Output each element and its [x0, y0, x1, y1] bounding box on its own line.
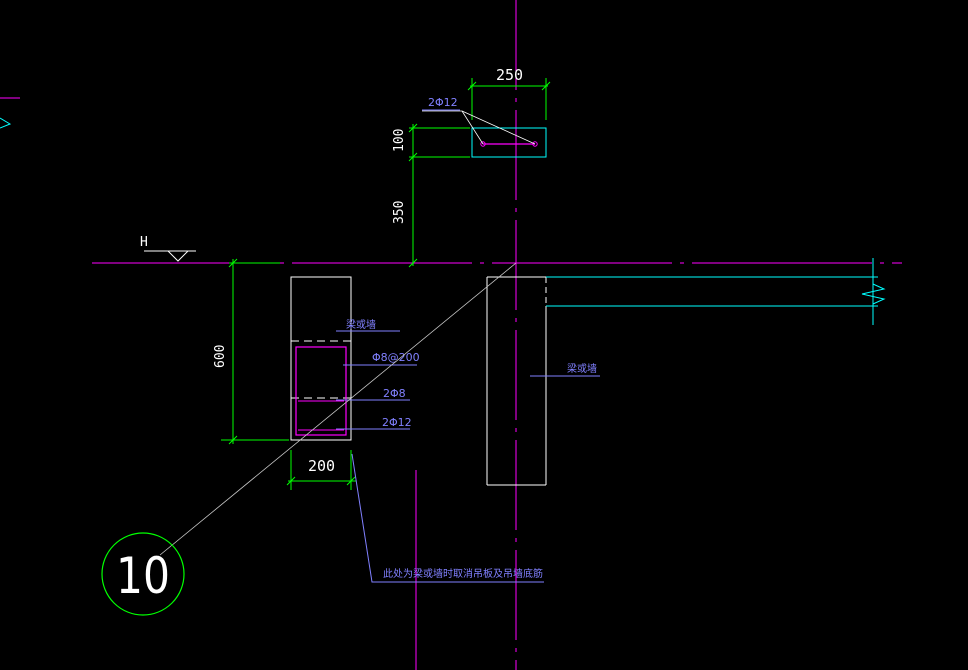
dim-top-width: 250 [496, 66, 523, 84]
detail-reference-line [159, 262, 517, 556]
detail-number: 10 [116, 547, 170, 605]
dim-beam-height: 600 [213, 345, 228, 368]
dim-top-offset: 350 [392, 201, 407, 224]
dim-top-height: 100 [392, 129, 407, 152]
top-dimensions [408, 78, 551, 268]
slab [546, 258, 886, 325]
elevation-label: H [140, 235, 148, 250]
axis-lines [0, 0, 902, 670]
bottom-bars-label: 2Φ12 [382, 416, 412, 429]
elevation-marker [144, 250, 196, 262]
top-bars-leader [422, 110, 536, 145]
left-dimensions [221, 258, 356, 490]
right-wall-section [486, 276, 547, 486]
top-section [471, 127, 547, 158]
mid-bars-label: 2Φ8 [383, 387, 406, 400]
top-rebar-dot-left [480, 141, 486, 147]
left-edge-mark [0, 117, 12, 129]
dim-beam-width: 200 [308, 457, 335, 475]
wall-left-label: 梁或墙 [346, 318, 376, 331]
stirrup-label: Φ8@200 [372, 351, 420, 364]
cancel-note: 此处为梁或墙时取消吊板及吊墙底筋 [383, 567, 543, 580]
wall-right-label: 梁或墙 [567, 362, 597, 375]
top-rebar-dot-right [532, 141, 538, 147]
top-bars-label: 2Φ12 [428, 96, 458, 109]
top-section-outline [471, 127, 547, 158]
left-beam-outline [290, 276, 352, 441]
left-beam-stirrup [295, 346, 347, 436]
left-beam-leaders [336, 330, 544, 583]
detail-bubble [101, 532, 185, 616]
left-beam-section [290, 276, 352, 441]
